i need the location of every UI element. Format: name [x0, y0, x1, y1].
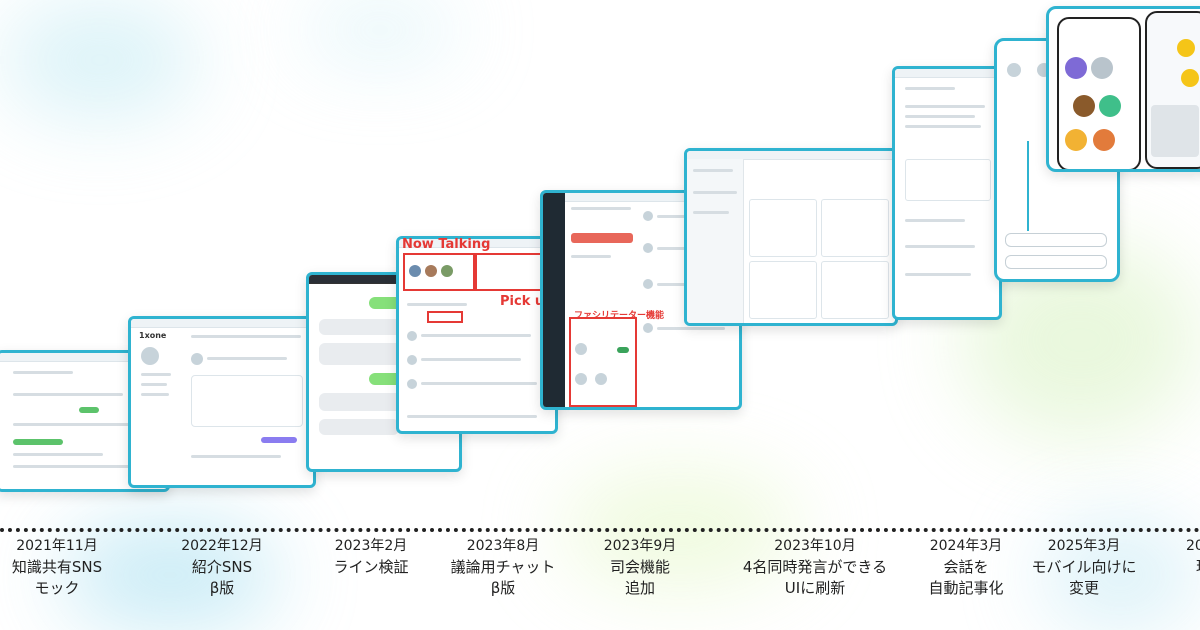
milestone-2023-02: 2023年2月 ライン検証	[333, 536, 408, 578]
timeline-line	[0, 528, 1200, 532]
milestone-label: 会話を	[943, 558, 989, 576]
milestone-label: 司会機能	[609, 558, 671, 576]
milestone-label: 議論用チャット	[450, 558, 556, 576]
milestone-date: 2023年9月	[603, 538, 677, 554]
milestone-label: 自動記事化	[928, 579, 1004, 597]
milestone-2023-09: 2023年9月 司会機能 追加	[604, 536, 677, 599]
milestone-label: UIに刷新	[784, 579, 846, 597]
milestone-2021-11: 2021年11月 知識共有SNS モック	[12, 536, 102, 599]
milestone-date: 2021年11月	[16, 538, 98, 554]
milestone-date: 2024年3月	[929, 538, 1003, 554]
milestone-date: 2022年12月	[181, 538, 263, 554]
now-talking-annotation: Now Talking	[402, 237, 491, 252]
milestone-label: β版	[490, 579, 516, 597]
milestone-date: 202	[1186, 538, 1200, 554]
milestone-date: 2023年10月	[774, 538, 856, 554]
milestone-label: 追加	[624, 579, 656, 597]
milestone-label: 知識共有SNS	[11, 558, 103, 576]
milestone-2022-12: 2022年12月 紹介SNS β版	[181, 536, 262, 599]
screenshot-discussion-chat	[396, 236, 558, 434]
milestone-current: 202 現	[1186, 536, 1200, 578]
facilitator-box	[569, 317, 637, 407]
milestone-date: 2023年2月	[334, 538, 408, 554]
milestone-date: 2023年8月	[466, 538, 540, 554]
milestone-2023-10: 2023年10月 4名同時発言ができる UIに刷新	[743, 536, 887, 599]
bg-blob	[1040, 520, 1200, 630]
facilitator-annotation: ファシリテーター機能	[574, 311, 665, 321]
bg-blob	[300, 0, 460, 60]
milestone-date: 2025年3月	[1047, 538, 1121, 554]
milestone-label: 4名同時発言ができる	[742, 558, 888, 576]
milestone-label: 変更	[1068, 579, 1100, 597]
milestone-label: 現	[1186, 558, 1200, 576]
milestone-label: β版	[209, 579, 235, 597]
screenshot-four-person-ui	[684, 148, 898, 326]
milestone-2025-03: 2025年3月 モバイル向けに 変更	[1031, 536, 1136, 599]
milestone-label: 紹介SNS	[191, 558, 253, 576]
milestone-2023-08: 2023年8月 議論用チャット β版	[451, 536, 556, 599]
milestone-2024-03: 2024年3月 会話を 自動記事化	[928, 536, 1003, 599]
milestone-label: モバイル向けに	[1031, 558, 1137, 576]
screenshot-intro-sns: 1xone	[128, 316, 316, 488]
bg-blob	[60, 520, 280, 630]
screenshot-current	[1046, 6, 1200, 172]
bg-blob	[0, 0, 200, 120]
now-talking-box	[403, 253, 475, 291]
milestone-label: モック	[34, 579, 80, 597]
milestone-label: ライン検証	[333, 558, 409, 576]
screenshot-auto-article	[892, 66, 1002, 320]
